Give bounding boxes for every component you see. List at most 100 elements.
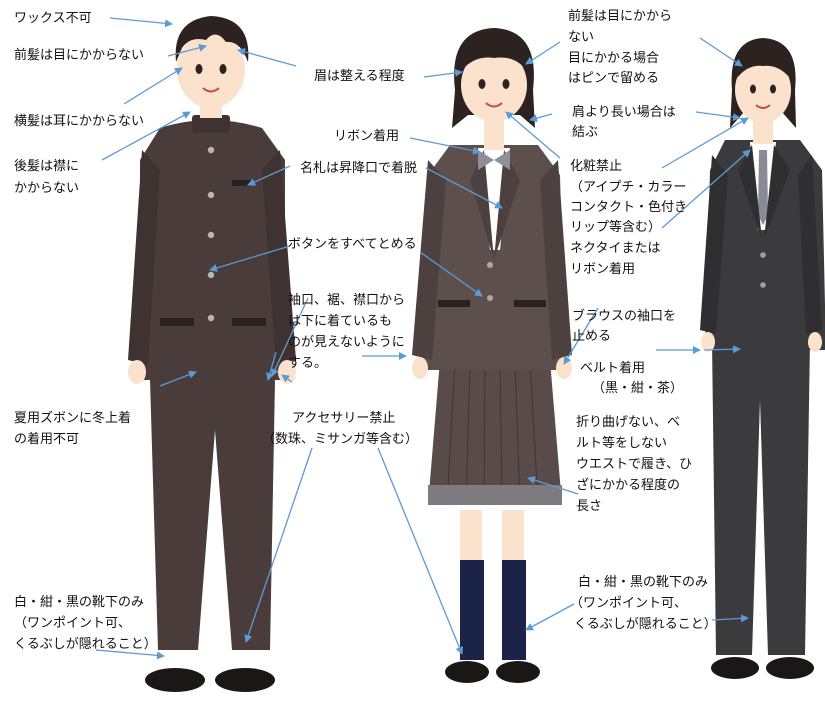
label-skirt-line2: ルト等をしない — [576, 436, 668, 451]
label-back-line1: 後髪は襟に — [14, 159, 80, 174]
arrow-buttons-2 — [419, 251, 483, 297]
arrow-belt — [703, 345, 741, 354]
arrow-socks-student — [711, 614, 749, 623]
boy-hair — [175, 16, 249, 62]
label-makeup-line1: 化粧禁止 — [570, 159, 623, 174]
arrow-bangs-student — [699, 37, 743, 67]
label-skirt-line5: 長さ — [576, 499, 603, 514]
label-makeup-line3: コンタクト・色付き — [570, 200, 688, 215]
label-bangs-girl-line1: 前髪は目にかから — [568, 9, 673, 24]
boy-eye-left — [195, 64, 203, 74]
girl-hand-right — [556, 357, 572, 379]
label-cuffs-line3: のが見えないように — [288, 335, 405, 350]
boy-arm-right — [262, 150, 296, 365]
girl-bangs — [462, 41, 526, 70]
girl-shoe-right — [496, 661, 540, 683]
arrow-makeup — [505, 111, 561, 159]
boy-hand-left — [128, 360, 146, 384]
label-socks-boy-line2: （ワンポイント可、 — [14, 616, 132, 631]
student-eye-right — [770, 84, 776, 94]
label-socks-girl-line3: くるぶしが隠れること） — [574, 617, 717, 632]
arrow-long-hair-2 — [695, 111, 741, 122]
girl-sock-left — [460, 560, 484, 660]
label-wax: ワックス不可 — [14, 11, 92, 26]
boy-trousers — [150, 380, 275, 650]
arrow-buttons — [209, 245, 291, 272]
girl-button-2 — [487, 295, 493, 301]
label-buttons: ボタンをすべてとめる — [288, 237, 417, 252]
arrow-back — [101, 111, 191, 161]
girl-lapel-left — [470, 150, 494, 260]
girl-arm-left — [412, 160, 446, 360]
label-eyebrows: 眉は整える程度 — [314, 69, 405, 84]
boy-gakuran-figure — [128, 16, 296, 692]
student-necktie — [758, 150, 768, 225]
student-arm-left — [700, 155, 728, 334]
boy-face — [177, 32, 245, 108]
student-trousers — [712, 340, 810, 655]
label-cuffs-line4: する。 — [288, 356, 328, 371]
label-belt-line1: ベルト着用 — [580, 361, 646, 376]
boy-buttons — [207, 146, 215, 322]
student-hand-right — [808, 332, 822, 352]
label-bangs-girl-line4: はピンで留める — [568, 71, 660, 86]
student-button-2 — [760, 282, 766, 288]
student-arm-right — [798, 155, 822, 334]
label-back-line2: かからない — [14, 181, 80, 196]
label-sides: 横髪は耳にかからない — [14, 114, 145, 129]
label-bangs-girl-line2: ない — [568, 30, 595, 45]
arrow-necktie — [661, 149, 751, 229]
student-mouth — [755, 104, 771, 109]
label-cuffs-line1: 袖口、裾、襟口から — [288, 293, 406, 308]
label-socks-boy-line1: 白・紺・黒の靴下のみ — [14, 595, 145, 610]
label-belt-line2: （黒・紺・茶） — [592, 381, 684, 396]
label-nametag: 名札は昇降口で着脱 — [300, 161, 418, 176]
student-shoe-left — [711, 657, 759, 679]
girl-skirt-check-band — [428, 485, 562, 505]
arrow-nametag — [247, 165, 291, 186]
arrow-skirt — [527, 476, 579, 495]
label-bangs-boy: 前髪は目にかからない — [14, 48, 145, 63]
label-socks-girl-line1: 白・紺・黒の靴下のみ — [578, 575, 709, 590]
student-face — [735, 57, 791, 123]
boy-jacket — [140, 120, 285, 380]
arrow-socks-girl — [525, 603, 575, 631]
girl-neck — [484, 120, 504, 150]
girl-mouth — [485, 102, 503, 108]
arrow-summer — [159, 370, 197, 387]
girl-hand-left — [412, 357, 428, 379]
student-button-1 — [760, 252, 766, 258]
girl-eye-right — [502, 79, 510, 89]
arrow-ribbon — [409, 137, 481, 155]
label-socks-boy-line3: くるぶしが隠れること） — [14, 637, 157, 652]
label-necktie-line2: リボン着用 — [570, 262, 636, 277]
student-hand-left — [701, 332, 715, 352]
girl-sock-right — [502, 560, 526, 660]
arrow-bangs-girl — [525, 41, 561, 65]
label-ribbon: リボン着用 — [334, 129, 400, 144]
arrow-cuffs-boy-2 — [271, 297, 309, 377]
label-cuffs-line2: は下に着ているも — [288, 314, 393, 329]
girl-leg-right — [502, 510, 524, 570]
boy-mouth — [202, 87, 220, 93]
arrow-makeup-2 — [661, 117, 749, 169]
callout-arrows — [95, 17, 751, 660]
boy-collar — [192, 115, 230, 133]
student-neck — [753, 118, 773, 144]
girl-pocket-right — [514, 300, 546, 307]
girl-face — [461, 48, 527, 122]
arrow-accessory-girl — [377, 447, 464, 655]
boy-pocket-right — [232, 318, 266, 326]
label-bangs-girl-line3: 目にかかる場合 — [568, 51, 660, 66]
boy-chest-pocket — [232, 180, 254, 186]
label-socks-girl-line2: （ワンポイント可、 — [570, 596, 688, 611]
boy-arm-left — [128, 150, 160, 365]
arrow-blouse — [563, 307, 599, 365]
arrow-cuffs-boy — [266, 351, 277, 381]
arrow-bangs-boy — [167, 43, 207, 57]
arrow-nametag-2 — [425, 167, 503, 209]
label-long-hair-line2: 結ぶ — [572, 125, 599, 140]
label-necktie-line1: ネクタイまたは — [570, 241, 661, 256]
label-accessory-line1: アクセサリー禁止 — [292, 411, 396, 426]
